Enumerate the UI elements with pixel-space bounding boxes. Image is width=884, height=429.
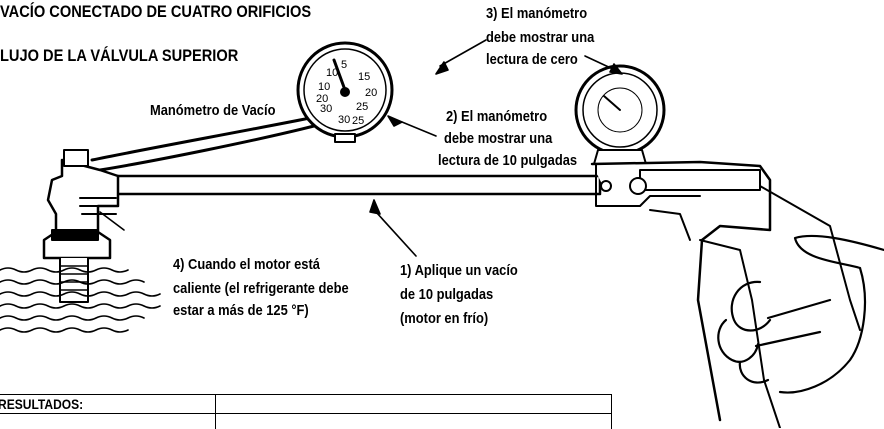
vacuum-gauge [296, 41, 394, 143]
table-column-divider [215, 395, 216, 429]
gauge-mark-30: 30 [338, 114, 350, 126]
gauge-name-label: Manómetro de Vacío [150, 102, 276, 119]
coolant-waves [0, 267, 161, 333]
hand-vacuum-pump [574, 64, 861, 428]
leader-lines [99, 39, 623, 257]
gauge-mark-25b: 25 [352, 115, 364, 127]
results-header-row [0, 395, 612, 414]
gauge-mark-30b: 30 [320, 103, 332, 115]
gauge-mark-5: 5 [341, 59, 347, 71]
gauge-hose [90, 116, 312, 162]
gauge-mark-10: 10 [318, 81, 330, 93]
gauge-mark-10b: 10 [326, 67, 338, 79]
gauge-mark-20: 20 [365, 87, 377, 99]
hand [717, 234, 884, 394]
results-table: RESULTADOS: [0, 394, 612, 429]
gauge-mark-20b: 20 [316, 93, 328, 105]
results-header: RESULTADOS: [0, 396, 84, 412]
gauge-mark-15: 15 [358, 71, 370, 83]
main-vacuum-hose [98, 174, 602, 196]
gauge-mark-25: 25 [356, 101, 368, 113]
diagram-title-line2: LUJO DE LA VÁLVULA SUPERIOR [0, 46, 239, 65]
vacuum-valve [42, 149, 120, 303]
table-right-border [611, 395, 612, 429]
diagram-title-line1: VACÍO CONECTADO DE CUATRO ORIFICIOS [0, 2, 312, 21]
